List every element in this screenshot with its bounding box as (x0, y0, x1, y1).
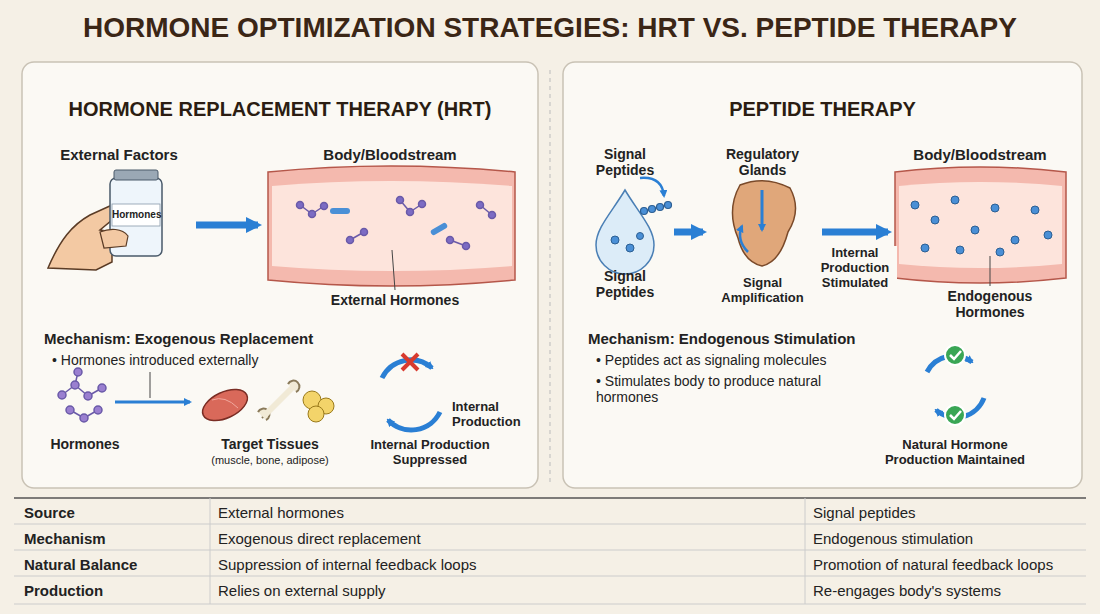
node-text: External Hormones (320, 292, 470, 308)
node-text: Signal Peptides (578, 268, 672, 300)
node-heading: HORMONE REPLACEMENT THERAPY (HRT) (22, 98, 538, 121)
flow-arrow (196, 222, 258, 229)
table-cell: Mechanism (24, 530, 204, 547)
annotation: • Stimulates body to produce natural hor… (596, 373, 876, 405)
peptide-droplet (596, 178, 672, 274)
annotation: (muscle, bone, adipose) (185, 454, 355, 467)
table-cell: Signal peptides (813, 504, 1083, 521)
regulatory-gland (732, 181, 795, 266)
table-cell: Natural Balance (24, 556, 204, 573)
table-cell: Relies on external supply (218, 582, 798, 599)
blood-vessel (268, 166, 515, 290)
node-text: Endogenous Hormones (935, 288, 1045, 320)
table-cell: Source (24, 504, 204, 521)
annotation: Hormones (40, 436, 130, 452)
annotation: Internal Production (452, 400, 534, 430)
comparison-table (14, 498, 1086, 604)
table-cell: Endogenous stimulation (813, 530, 1083, 547)
panel-outline (22, 62, 538, 488)
table-cell: Promotion of natural feedback loops (813, 556, 1083, 573)
table-cell: Re-engages body's systems (813, 582, 1083, 599)
node-heading: External Factors (44, 146, 194, 163)
annotation: Target Tissues (195, 436, 345, 452)
bloodstream: Body/BloodstreamExternal Hormones (260, 140, 520, 320)
node-heading: Body/Bloodstream (260, 146, 520, 163)
node-heading: Regulatory Glands (705, 146, 820, 178)
annotation: Internal Production Suppressed (355, 438, 505, 468)
flow-arrow (674, 229, 703, 236)
flow-arrow (822, 229, 888, 236)
bloodstream: Body/BloodstreamEndogenous Hormones (890, 140, 1070, 322)
edge-label: Internal Production Stimulated (813, 246, 897, 291)
annotation: Natural Hormone Production Maintained (875, 438, 1035, 468)
node-heading: Body/Bloodstream (890, 146, 1070, 163)
node-text: Hormones (112, 209, 160, 221)
table-cell: External hormones (218, 504, 798, 521)
panel-outline (563, 62, 1082, 488)
peptide-droplet: Signal PeptidesSignal Peptides (578, 140, 672, 310)
annotation: • Peptides act as signaling molecules (596, 352, 896, 368)
node-text: Signal Amplification (705, 276, 820, 306)
table-cell: Exogenous direct replacement (218, 530, 798, 547)
annotation: Mechanism: Exogenous Replacement (44, 330, 344, 347)
blood-vessel (895, 167, 1066, 286)
diagram-title: HORMONE OPTIMIZATION STRATEGIES: HRT VS.… (0, 12, 1100, 44)
annotation: Mechanism: Endogenous Stimulation (588, 330, 908, 347)
feedback-cycle (382, 354, 440, 430)
table-cell: Suppression of internal feedback loops (218, 556, 798, 573)
table-cell: Production (24, 582, 204, 599)
feedback-cycle (927, 345, 984, 425)
hormones-to-tissues (58, 368, 334, 427)
node-heading: PEPTIDE THERAPY (563, 98, 1082, 121)
hand-vial (48, 170, 162, 270)
annotation: • Hormones introduced externally (52, 352, 352, 368)
node-heading: Signal Peptides (578, 146, 672, 178)
vial-hand: External FactorsHormones (44, 140, 194, 270)
gland: Regulatory GlandsSignal Amplification (705, 140, 820, 310)
